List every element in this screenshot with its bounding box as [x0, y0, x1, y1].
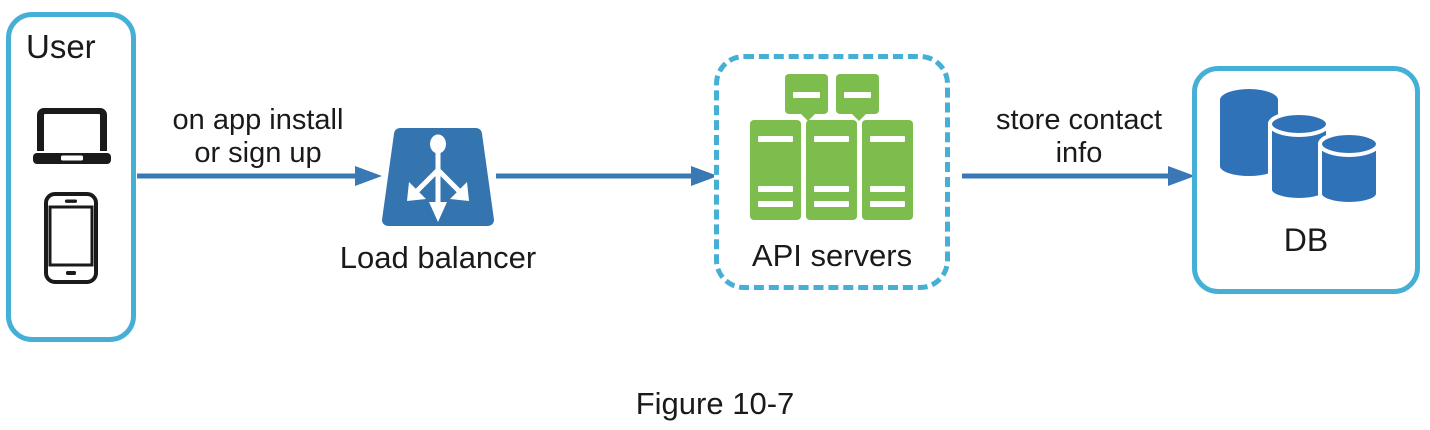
figure-caption: Figure 10-7 [635, 386, 795, 421]
server-rack-icon [750, 74, 913, 220]
edge-label-line-1: on app install [172, 104, 344, 136]
arrow-api-servers-to-database [962, 166, 1195, 186]
database-node-label: DB [1283, 222, 1329, 258]
api-servers-node-label: API servers [751, 238, 913, 273]
edge-label-user-to-load-balancer: on app install or sign up [142, 104, 374, 170]
mobile-phone-icon [44, 192, 98, 284]
edge-label-api-servers-to-database: store contact info [965, 104, 1193, 170]
edge-label-line-2: or sign up [194, 137, 322, 170]
load-balancer-node-label: Load balancer [339, 240, 537, 275]
edge-label-line-2: info [1055, 137, 1103, 170]
load-balancer-node [382, 128, 494, 226]
edge-label-line-1: store contact [995, 104, 1163, 136]
arrow-user-to-load-balancer [137, 166, 382, 186]
laptop-icon [33, 108, 111, 164]
user-node [6, 12, 136, 342]
arrow-load-balancer-to-api-servers [496, 166, 718, 186]
user-node-label: User [26, 28, 96, 65]
database-cylinders-icon [1220, 89, 1380, 206]
